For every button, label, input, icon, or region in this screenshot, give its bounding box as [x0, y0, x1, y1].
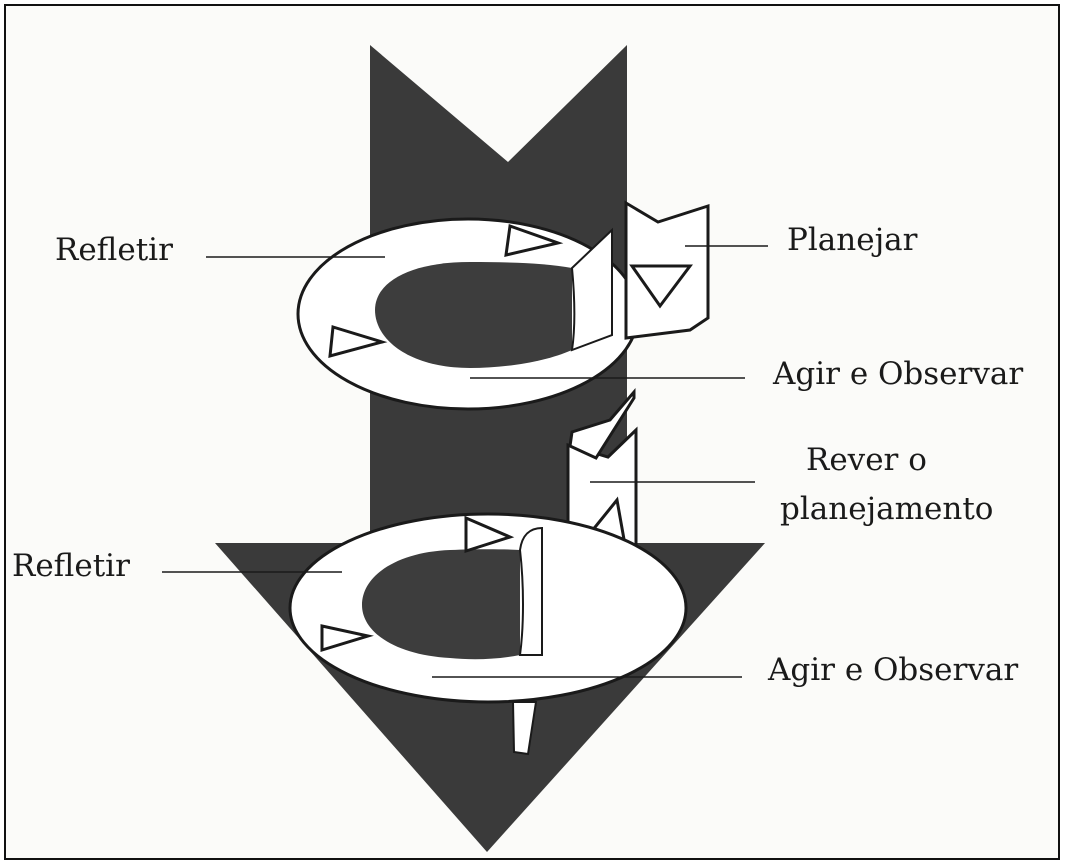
lower-ring-strip [520, 528, 542, 655]
label-refletir-top: Refletir [55, 233, 173, 269]
label-rever-line2: planejamento [780, 492, 993, 528]
upper-ring-hole [375, 262, 572, 368]
label-rever-line1: Rever o [806, 443, 927, 479]
label-agir-observar-bottom: Agir e Observar [768, 653, 1018, 689]
label-agir-observar-top: Agir e Observar [773, 357, 1023, 393]
label-refletir-bottom: Refletir [12, 549, 130, 585]
label-planejar: Planejar [787, 223, 917, 259]
downward-arrow [215, 45, 765, 852]
